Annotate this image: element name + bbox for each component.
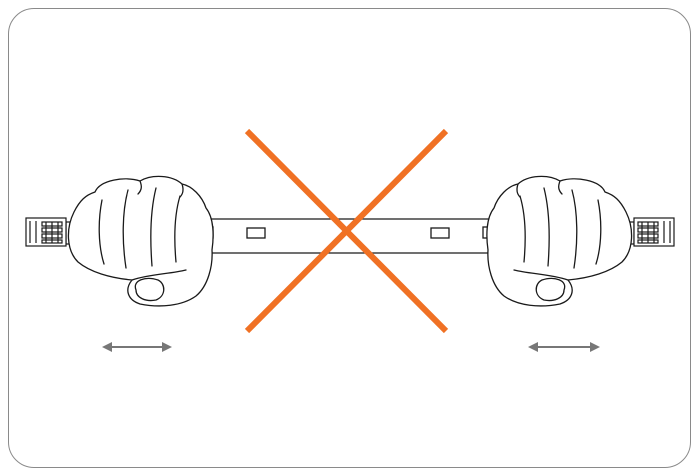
right-hand-icon xyxy=(486,175,633,307)
double-arrow-icon xyxy=(102,342,172,352)
prohibited-cross-icon xyxy=(244,128,449,334)
left-hand-icon xyxy=(67,175,214,307)
double-arrow-icon xyxy=(528,342,600,352)
pull-apart-warning-illustration xyxy=(25,128,675,352)
